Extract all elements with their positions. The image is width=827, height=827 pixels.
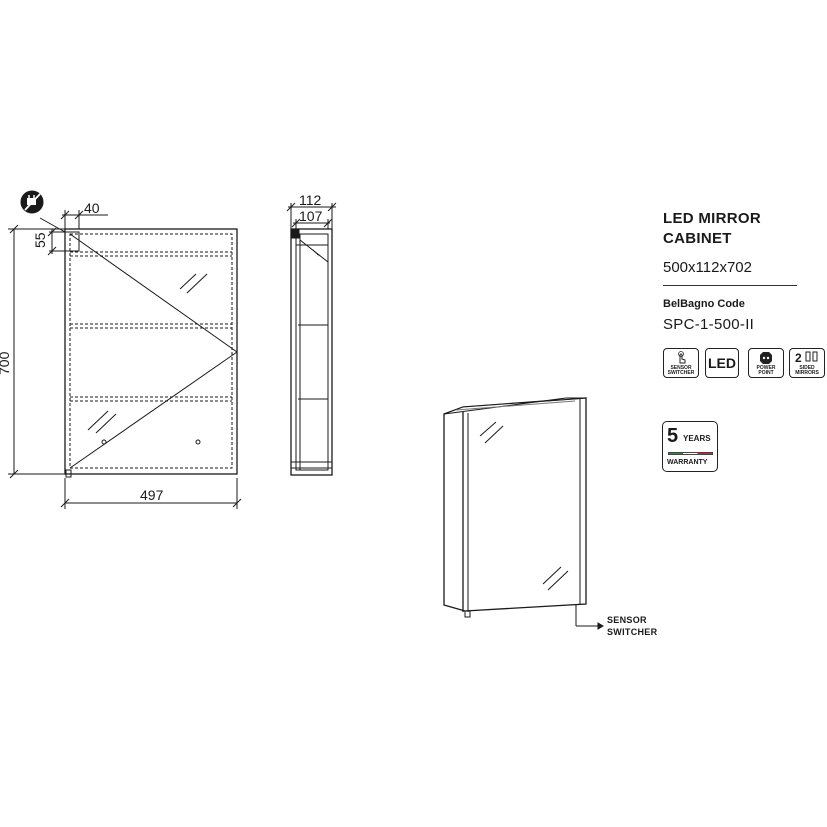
perspective-view (443, 397, 604, 630)
badge-sensor-line2: SWITCHER (667, 370, 695, 376)
front-view (8, 210, 242, 509)
badge-led: LED (705, 348, 739, 378)
dim-107: 107 (299, 208, 323, 224)
title-line-2: CABINET (663, 230, 732, 247)
dim-497: 497 (140, 487, 164, 503)
warranty-years: YEARS (683, 434, 711, 443)
hand-touch-icon (664, 351, 698, 367)
divider (663, 285, 797, 286)
product-title: LED MIRROR CABINET (663, 209, 761, 249)
badge-power-line1: POWER (756, 365, 776, 371)
warranty-label: WARRANTY (667, 459, 708, 466)
dim-40: 40 (84, 200, 100, 216)
no-plug-icon (20, 190, 44, 214)
badge-power-line2: POINT (758, 370, 774, 376)
warranty-badge: 5 YEARS WARRANTY (662, 421, 718, 472)
led-icon: LED (708, 355, 736, 371)
italy-flag-icon (668, 452, 713, 455)
badge-sided-mirrors: 2 SIDED MIRRORS (789, 348, 825, 378)
code-label: BelBagno Code (663, 298, 745, 310)
sensor-switcher-callout: SENSOR SWITCHER (607, 614, 657, 638)
side-view (286, 202, 337, 476)
badge-sensor-line1: SENSOR (670, 365, 692, 371)
dim-55: 55 (32, 232, 48, 248)
double-mirror-icon: 2 (790, 351, 824, 364)
badge-sensor-switcher: SENSOR SWITCHER (663, 348, 699, 378)
warranty-number: 5 (667, 425, 679, 447)
title-line-1: LED MIRROR (663, 210, 761, 227)
socket-icon (749, 351, 783, 367)
dim-112: 112 (299, 192, 322, 208)
product-code: SPC-1-500-II (663, 316, 755, 333)
badge-mirror-line2: MIRRORS (795, 370, 819, 376)
badge-mirror-line1: SIDED (799, 365, 815, 371)
dim-700: 700 (0, 351, 12, 375)
callout-line-1: SENSOR (607, 615, 647, 625)
product-size: 500x112x702 (663, 259, 752, 276)
badge-mirror-number: 2 (794, 351, 802, 365)
badge-power-point: POWER POINT (748, 348, 784, 378)
callout-line-2: SWITCHER (607, 627, 658, 637)
